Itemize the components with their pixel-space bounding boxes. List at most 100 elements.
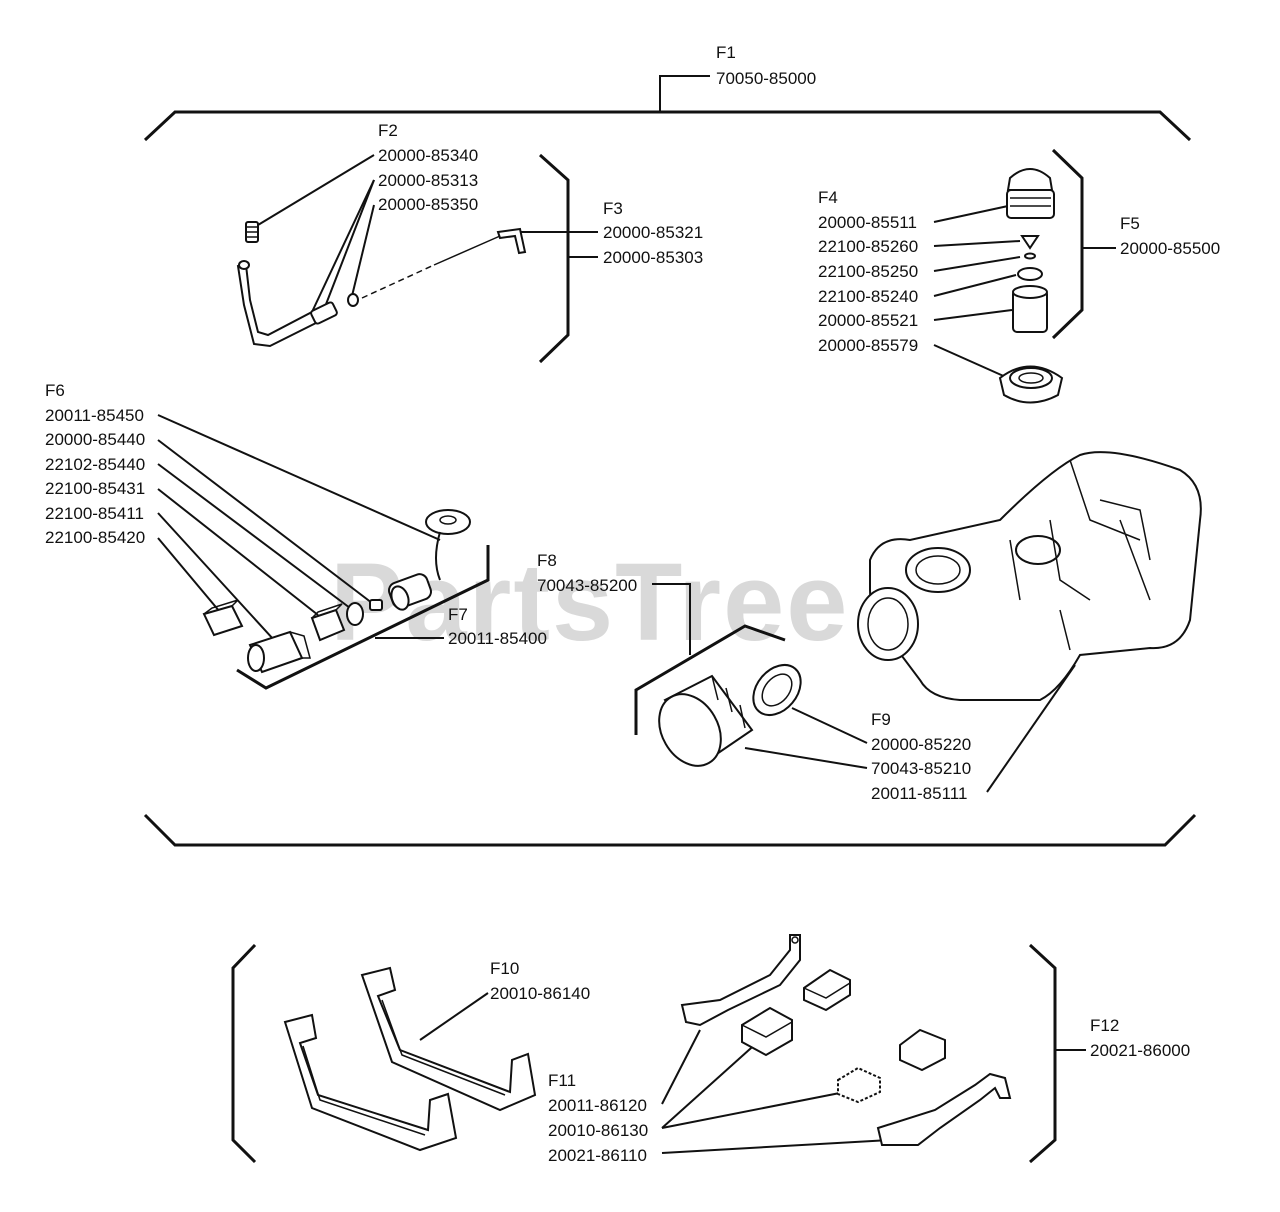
f5-part-1: 20000-85500 [1120, 239, 1220, 258]
f4-leader-3 [933, 256, 1021, 272]
f7-bracket [236, 545, 490, 690]
f11-leader-2b [661, 1089, 856, 1129]
mount-bracket-lower-icon [876, 1072, 1012, 1146]
f4-part-3: 22100-85250 [818, 262, 918, 281]
f11-part-2: 20010-86130 [548, 1121, 648, 1140]
f1-leader [659, 75, 710, 112]
f11-part-3: 20021-86110 [548, 1146, 647, 1165]
f4-part-5: 20000-85521 [818, 311, 918, 330]
f11-leader-2a [661, 1039, 761, 1129]
f5-bracket [1051, 148, 1084, 340]
fuel-cap-washer-icon [1024, 252, 1036, 260]
f4-leader-4 [933, 274, 1017, 297]
filter-weight-icon [425, 509, 471, 581]
bottom-bracket-right [1028, 943, 1057, 1164]
f4-part-2: 22100-85260 [818, 237, 918, 256]
f7-ref: F7 [448, 605, 468, 624]
fuel-pipe-elbow-icon [496, 227, 527, 255]
tank-band-front-icon [283, 1013, 458, 1152]
f11-leader-3 [661, 1139, 891, 1154]
f1-part-1: 70050-85000 [716, 69, 816, 88]
f6-part-3: 22102-85440 [45, 455, 145, 474]
bottom-bracket-left [231, 943, 257, 1164]
top-bracket-upper [143, 110, 1192, 142]
fuel-line-icon [236, 260, 359, 348]
rubber-mount-1-icon [803, 968, 851, 1012]
f12-ref: F12 [1090, 1016, 1119, 1035]
f6-leader-2 [157, 439, 373, 604]
tank-band-rear-icon [360, 966, 537, 1112]
f2-leader-1 [257, 154, 375, 226]
fuel-tank-icon [857, 451, 1202, 701]
spring-icon [245, 221, 259, 243]
tank-cap-icon [658, 674, 754, 767]
f9-part-2: 70043-85210 [871, 759, 971, 778]
f11-ref: F11 [548, 1071, 576, 1090]
fuel-cap-body-icon [1012, 285, 1048, 333]
f8-bracket [634, 624, 786, 735]
f6-leader-4 [157, 488, 319, 616]
f6-part-2: 20000-85440 [45, 430, 145, 449]
f4-leader-1 [933, 205, 1009, 223]
filter-nozzle-icon [369, 599, 383, 611]
filter-element-icon [310, 603, 346, 642]
f2-leader-2a [311, 179, 375, 313]
f2-part-3: 20000-85350 [378, 195, 478, 214]
f10-leader [419, 992, 489, 1041]
f9-leader-3 [986, 664, 1076, 793]
f9-ref: F9 [871, 710, 891, 729]
f2-leader-2b [322, 179, 375, 313]
f2-part-1: 20000-85340 [378, 146, 478, 165]
f12-part-1: 20021-86000 [1090, 1041, 1190, 1060]
f5-ref: F5 [1120, 214, 1140, 233]
top-bracket-lower [143, 813, 1197, 847]
f6-leader-5 [157, 512, 275, 641]
f9-leader-2 [744, 747, 868, 769]
f4-ref: F4 [818, 188, 838, 207]
f9-part-3: 20011-85111 [871, 784, 967, 803]
f6-ref: F6 [45, 381, 65, 400]
f9-leader-1 [791, 707, 868, 744]
f2-leader-3 [351, 204, 375, 297]
f3-bracket [538, 153, 570, 364]
fuel-cap-top-icon [1006, 168, 1055, 219]
f4-part-4: 22100-85240 [818, 287, 918, 306]
rubber-mount-2-icon [741, 1006, 793, 1057]
f2-part-2: 20000-85313 [378, 171, 478, 190]
rubber-mount-3-icon [899, 1028, 946, 1072]
f7-part-1: 20011-85400 [448, 629, 547, 648]
f3-part-1: 20000-85321 [603, 223, 703, 242]
f11-part-1: 20011-86120 [548, 1096, 647, 1115]
f6-part-5: 22100-85411 [45, 504, 144, 523]
fuel-line-dashed [361, 264, 435, 299]
filter-housing-icon [388, 573, 432, 611]
filter-oring-icon [346, 602, 364, 626]
f4-leader-5 [933, 309, 1013, 321]
fuel-cap-valve-icon [1020, 235, 1040, 250]
f6-part-1: 20011-85450 [45, 406, 144, 425]
f4-leader-6 [933, 344, 1009, 379]
f1-ref: F1 [716, 43, 736, 62]
fuel-cap-disc-icon [1017, 267, 1043, 281]
f2-ref: F2 [378, 121, 398, 140]
f8-part-1: 70043-85200 [537, 576, 637, 595]
f3-part-2: 20000-85303 [603, 248, 703, 267]
f4-leader-2 [933, 240, 1021, 247]
f6-leader-6 [157, 537, 221, 613]
f4-part-6: 20000-85579 [818, 336, 918, 355]
f6-part-6: 22100-85420 [45, 528, 145, 547]
f6-part-4: 22100-85431 [45, 479, 145, 498]
f6-leader-3 [157, 463, 351, 609]
f10-part-1: 20010-86140 [490, 984, 590, 1003]
f4-part-1: 20000-85511 [818, 213, 917, 232]
fuel-line-extension [433, 235, 501, 266]
mount-bracket-upper-icon [680, 934, 801, 1027]
f3-ref: F3 [603, 199, 623, 218]
f10-ref: F10 [490, 959, 519, 978]
tank-cap-gasket-icon [752, 663, 802, 717]
fuel-cap-gasket-icon [998, 365, 1064, 404]
rubber-mount-4-icon [837, 1066, 881, 1104]
filter-cup-icon [247, 630, 311, 674]
